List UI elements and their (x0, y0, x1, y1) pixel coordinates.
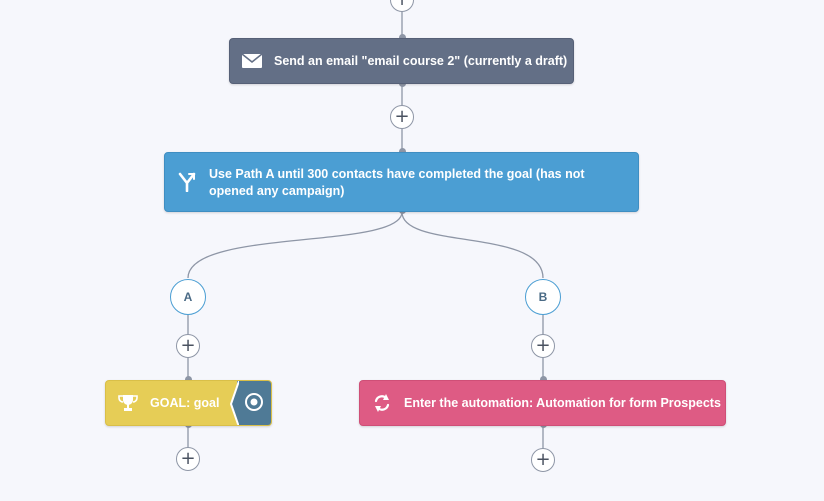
trophy-icon (106, 394, 150, 412)
refresh-icon (360, 394, 404, 412)
send-email-label: Send an email "email course 2" (currentl… (274, 54, 568, 68)
add-step-button-path-b[interactable]: + (531, 334, 555, 358)
envelope-icon (230, 54, 274, 68)
split-icon (165, 166, 209, 192)
enter-automation-label: Enter the automation: Automation for for… (404, 396, 721, 410)
add-step-button[interactable]: + (390, 105, 414, 129)
add-step-button-path-b[interactable]: + (531, 448, 555, 472)
split-test-label: Use Path A until 300 contacts have compl… (209, 167, 585, 198)
split-test-node[interactable]: Use Path A until 300 contacts have compl… (164, 152, 639, 212)
connector-dot (399, 34, 406, 41)
path-a-badge[interactable]: A (170, 279, 206, 315)
connector-dot (185, 376, 192, 383)
target-icon (244, 392, 264, 415)
connector-dot (399, 148, 406, 155)
add-step-button-path-a[interactable]: + (176, 334, 200, 358)
goal-target-tab[interactable] (237, 381, 271, 425)
goal-label: GOAL: goal (150, 396, 220, 410)
path-b-badge[interactable]: B (525, 279, 561, 315)
connector-dot (540, 376, 547, 383)
goal-node[interactable]: GOAL: goal (105, 380, 272, 426)
add-step-button-path-a[interactable]: + (176, 447, 200, 471)
send-email-node[interactable]: Send an email "email course 2" (currentl… (229, 38, 574, 84)
goal-notch (229, 381, 239, 425)
enter-automation-node[interactable]: Enter the automation: Automation for for… (359, 380, 726, 426)
